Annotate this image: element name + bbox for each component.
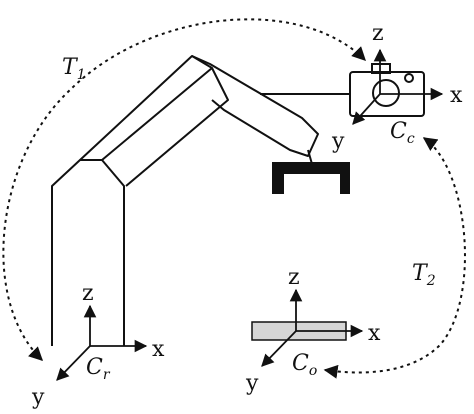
robot-forearm (191, 55, 319, 157)
camera-axis-y-label: y (331, 129, 345, 154)
object-axis-y-label: y (245, 371, 259, 396)
camera-lens-small-icon (404, 73, 414, 83)
robot-frame-label: Cr (86, 355, 111, 383)
t2-label: T2 (412, 261, 436, 289)
camera-frame-label: Cc (390, 119, 415, 147)
robot-upper-arm (79, 55, 229, 187)
camera-axis-z-label: z (372, 21, 384, 46)
robot-gripper (272, 162, 350, 194)
robot-base-link (51, 159, 125, 346)
robot-axis-x-label: x (152, 337, 165, 362)
t1-label: T1 (62, 55, 86, 83)
t1-arc (2, 18, 366, 361)
transform-arcs (2, 18, 466, 379)
object-axis-z-label: z (288, 265, 300, 290)
camera-axis-x-label: x (450, 83, 463, 108)
robot-axis-y-label: y (31, 385, 45, 410)
t2-arc (323, 137, 466, 379)
object-axis-x-label: x (368, 321, 381, 346)
camera-lens-icon (372, 79, 400, 107)
robot-axis-z-label: z (82, 281, 94, 306)
object-frame-label: Co (292, 351, 317, 379)
camera-top-bump (371, 63, 391, 74)
